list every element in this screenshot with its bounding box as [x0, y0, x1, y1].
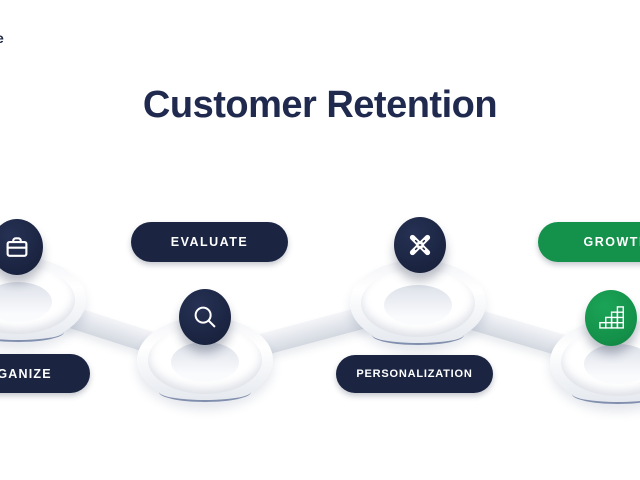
search-icon: [190, 302, 220, 332]
step-label-text: PERSONALIZATION: [356, 368, 473, 380]
node-personalization: [394, 217, 446, 273]
page-title: Customer Retention: [142, 84, 498, 126]
briefcase-icon: [2, 232, 32, 262]
step-label-text: EVALUATE: [170, 235, 249, 249]
bar-chart-icon: [597, 304, 625, 332]
step-label-text: ORGANIZE: [0, 366, 52, 381]
crossed-tools-icon: [405, 230, 435, 260]
pedestal-ring-organize: [0, 257, 86, 343]
node-organize: [0, 219, 43, 275]
step-label-text: GROWTH: [583, 235, 640, 249]
step-label-personalization: PERSONALIZATION: [336, 355, 493, 393]
logo-fragment: e: [0, 30, 4, 46]
step-label-organize: ORGANIZE: [0, 354, 90, 393]
node-growth: [585, 290, 637, 346]
pedestal-ring-personalization: [350, 260, 486, 346]
node-evaluate: [179, 289, 231, 345]
step-label-growth: GROWTH: [538, 222, 640, 262]
step-label-evaluate: EVALUATE: [131, 222, 288, 262]
